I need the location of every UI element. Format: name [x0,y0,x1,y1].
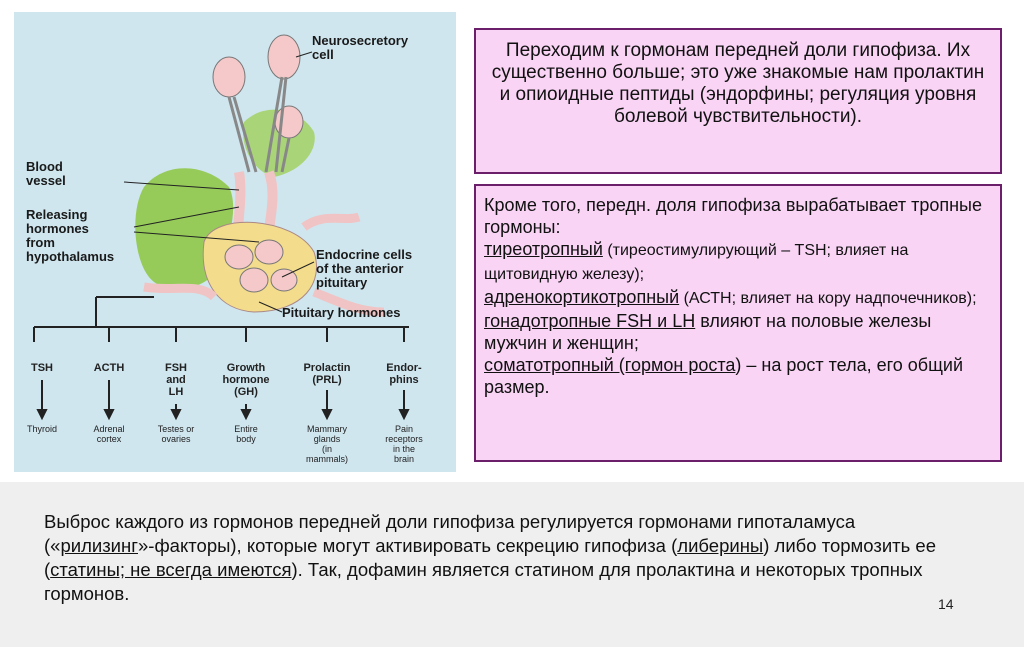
target-adrenal: Adrenal cortex [93,424,125,444]
label-neurosecretory-cell: Neurosecretory cell [312,33,409,62]
term-rilizing: рилизинг [60,535,138,556]
hormone-prolactin: Prolactin (PRL) [303,362,351,386]
text-part-1: Выброс каждого из гормонов передней доли… [44,511,856,556]
target-body: Entire body [234,424,258,444]
pituitary-diagram: Neurosecretory cell Blood vessel Releasi… [14,12,456,472]
diagram-drawing [33,34,410,421]
hormone-growth: Growth hormone (GH) [222,362,270,398]
tropic-hormones-box: Кроме того, передн. доля гипофиза выраба… [474,184,1002,462]
somato-desc: ) – на рост тела, его общий размер. [484,355,964,397]
target-mammary: Mammary glands (in mammals) [306,424,348,464]
regulation-paragraph: Выброс каждого из гормонов передней доли… [44,510,964,606]
target-pain-receptors: Pain receptors in the brain [385,424,423,464]
gonad-term: гонадотропные FSH и LH [484,311,696,331]
text-part-2: »-факторы), которые могут активировать с… [138,535,678,556]
hormone-fsh-lh: FSH and LH [165,362,187,398]
page-number: 14 [938,596,954,612]
tsh-term: тиреотропный [484,239,603,259]
intro-text: Кроме того, передн. доля гипофиза выраба… [484,195,982,237]
somato-term: соматотропный (гормон роста [484,355,736,375]
term-statiny: статины; не всегда имеются [50,559,292,580]
target-gonads: Testes or ovaries [157,424,195,444]
bottom-band [0,482,1024,647]
acth-term: адренокортикотропный [484,287,680,307]
label-releasing-hormones: Releasing hormones from hypothalamus [26,207,115,264]
hormone-tsh: TSH [31,362,53,374]
text-part-4: ). Так, дофамин является статином для пр… [44,559,923,604]
hormone-acth: ACTH [93,362,125,374]
hormone-endorphins: Endor- phins [386,362,422,386]
label-pituitary-hormones: Pituitary hormones [282,305,401,320]
label-blood-vessel: Blood vessel [26,159,66,188]
term-liberiny: либерины [677,535,764,556]
tsh-desc: (тиреостимулирующий – TSH; влияет на щит… [484,242,909,283]
note-text: Переходим к гормонам передней доли гипоф… [491,40,985,127]
target-thyroid: Thyroid [26,424,57,434]
acth-desc: (АСТН; влияет на кору надпочечников); [679,290,977,307]
label-endocrine-cells: Endocrine cells of the anterior pituitar… [316,247,413,290]
anterior-pituitary-note: Переходим к гормонам передней доли гипоф… [474,28,1002,174]
text-part-3: ) либо тормозить ее ( [44,535,936,580]
gonad-desc: влияют на половые железы мужчин и женщин… [484,311,932,353]
